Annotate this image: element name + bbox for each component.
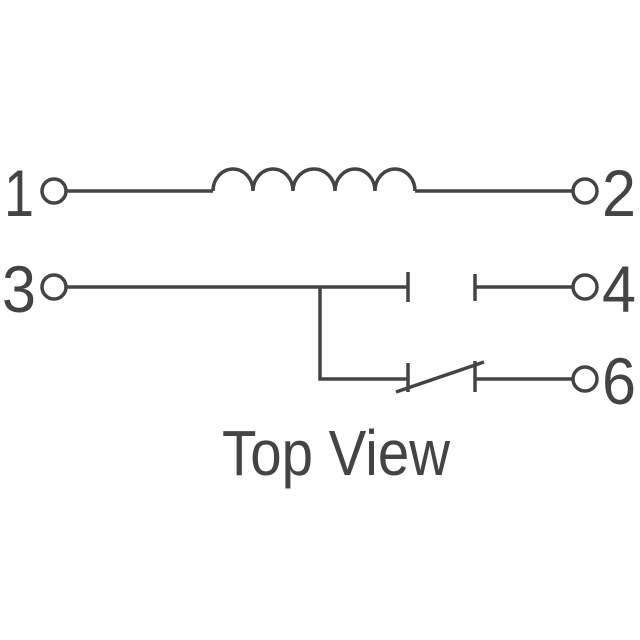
pin-6-label: 6: [602, 344, 636, 418]
pin-2-label: 2: [602, 156, 636, 230]
contact-bridge: [395, 360, 485, 394]
inductor-circuit: [40, 167, 599, 205]
open-contact-circuit: [40, 272, 599, 302]
caption: Top View: [222, 417, 451, 489]
pin-3-label: 3: [2, 252, 36, 326]
pin-6-terminal: [571, 365, 599, 393]
pin-1-label: 1: [4, 156, 34, 230]
inductor-coil: [211, 167, 417, 192]
closed-contact-circuit: [318, 287, 599, 394]
wire: [318, 287, 408, 381]
pin-4-terminal: [571, 273, 599, 301]
pin-1-terminal: [40, 177, 68, 205]
pin-2-terminal: [571, 177, 599, 205]
pin-4-label: 4: [602, 252, 636, 326]
pin-3-terminal: [40, 273, 68, 301]
